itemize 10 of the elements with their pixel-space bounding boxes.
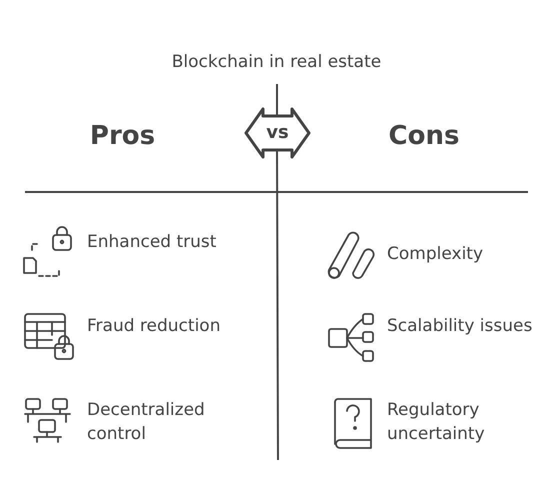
item-label: Fraud reduction — [87, 315, 222, 338]
item-label: Decentralized control — [87, 399, 206, 446]
item-label: Regulatory uncertainty — [387, 399, 486, 446]
title: Blockchain in real estate — [170, 51, 382, 74]
vs-arrow-badge: vs — [244, 106, 311, 160]
column-heading: Cons — [388, 120, 460, 152]
item-label: Scalability issues — [387, 315, 534, 338]
item-label: Enhanced trust — [87, 231, 218, 254]
column-heading: Pros — [88, 120, 156, 152]
item-label: Complexity — [387, 243, 484, 266]
